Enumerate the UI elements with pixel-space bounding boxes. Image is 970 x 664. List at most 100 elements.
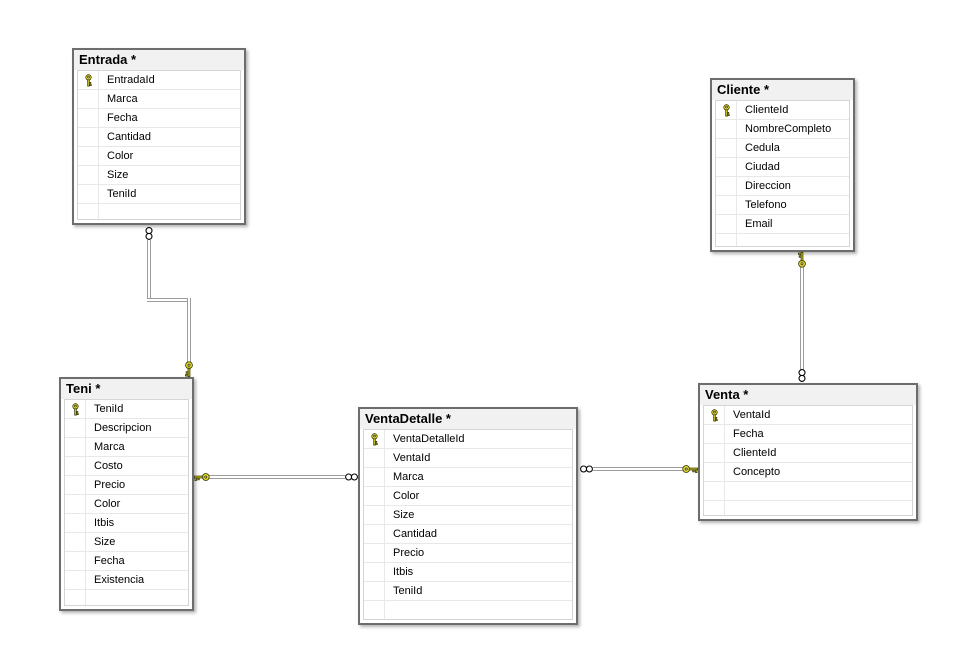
- column-name: Descripcion: [94, 422, 152, 434]
- column-row[interactable]: VentaId: [704, 406, 912, 425]
- column-name: Fecha: [733, 428, 764, 440]
- column-row[interactable]: Fecha: [78, 109, 240, 128]
- column-row[interactable]: Cantidad: [364, 525, 572, 544]
- icon-cell: [364, 449, 384, 467]
- infinity-many-icon: [344, 472, 359, 482]
- column-name: Costo: [94, 460, 123, 472]
- infinity-many-icon: [144, 226, 154, 241]
- relationship-line[interactable]: [187, 298, 191, 362]
- column-row[interactable]: Marca: [65, 438, 188, 457]
- column-row[interactable]: Cantidad: [78, 128, 240, 147]
- column-name: Cedula: [745, 142, 780, 154]
- column-row[interactable]: EntradaId: [78, 71, 240, 90]
- column-row[interactable]: Color: [65, 495, 188, 514]
- column-row[interactable]: Size: [78, 166, 240, 185]
- column-name: Color: [107, 150, 134, 162]
- column-row[interactable]: Precio: [65, 476, 188, 495]
- column-row[interactable]: TeniId: [364, 582, 572, 601]
- column-row[interactable]: NombreCompleto: [716, 120, 849, 139]
- column-row[interactable]: ClienteId: [716, 101, 849, 120]
- column-row[interactable]: Descripcion: [65, 419, 188, 438]
- column-row[interactable]: TeniId: [65, 400, 188, 419]
- table-title[interactable]: Cliente *: [712, 80, 853, 100]
- primary-key-icon: [370, 432, 378, 446]
- column-name: VentaDetalleId: [393, 433, 465, 445]
- icon-cell: [78, 166, 98, 184]
- icon-cell: [364, 544, 384, 562]
- column-name: Direccion: [745, 180, 791, 192]
- relationship-line[interactable]: [147, 240, 151, 302]
- table-title[interactable]: Venta *: [700, 385, 916, 405]
- column-name: Size: [94, 536, 116, 548]
- column-name: Cantidad: [393, 528, 438, 540]
- column-row[interactable]: Precio: [364, 544, 572, 563]
- icon-cell: [704, 482, 724, 500]
- column-name: Existencia: [94, 574, 145, 586]
- column-row[interactable]: Fecha: [704, 425, 912, 444]
- column-row[interactable]: Concepto: [704, 463, 912, 482]
- column-row[interactable]: Costo: [65, 457, 188, 476]
- relationship-line[interactable]: [147, 298, 191, 302]
- column-row[interactable]: Direccion: [716, 177, 849, 196]
- column-row[interactable]: Marca: [78, 90, 240, 109]
- column-row[interactable]: Fecha: [65, 552, 188, 571]
- column-row[interactable]: VentaId: [364, 449, 572, 468]
- column-row[interactable]: Cedula: [716, 139, 849, 158]
- column-row[interactable]: Color: [78, 147, 240, 166]
- column-row[interactable]: Telefono: [716, 196, 849, 215]
- column-divider: [384, 430, 385, 619]
- column-row[interactable]: Email: [716, 215, 849, 234]
- column-name: NombreCompleto: [745, 123, 832, 135]
- icon-cell: [364, 563, 384, 581]
- key-one-icon: [194, 471, 210, 483]
- icon-cell: [78, 109, 98, 127]
- icon-cell: [78, 90, 98, 108]
- table-title[interactable]: Entrada *: [74, 50, 244, 70]
- column-name: Telefono: [745, 199, 787, 211]
- column-row[interactable]: Marca: [364, 468, 572, 487]
- icon-cell: [364, 582, 384, 600]
- column-row[interactable]: Existencia: [65, 571, 188, 590]
- column-name: Ciudad: [745, 161, 780, 173]
- relationship-line[interactable]: [593, 467, 683, 471]
- column-row[interactable]: TeniId: [78, 185, 240, 204]
- column-name: EntradaId: [107, 74, 155, 86]
- column-row[interactable]: Color: [364, 487, 572, 506]
- column-row[interactable]: VentaDetalleId: [364, 430, 572, 449]
- column-name: Fecha: [94, 555, 125, 567]
- icon-cell: [716, 196, 736, 214]
- key-one-icon: [183, 361, 195, 377]
- column-row[interactable]: Ciudad: [716, 158, 849, 177]
- column-row[interactable]: Size: [65, 533, 188, 552]
- icon-cell: [65, 533, 85, 551]
- primary-key-icon: [710, 408, 718, 422]
- column-name: ClienteId: [733, 447, 777, 459]
- icon-cell: [65, 457, 85, 475]
- relationship-line[interactable]: [800, 266, 804, 370]
- icon-cell: [65, 476, 85, 494]
- primary-key-icon-cell: [364, 430, 384, 448]
- column-row[interactable]: Itbis: [65, 514, 188, 533]
- icon-cell: [65, 438, 85, 456]
- column-name: ClienteId: [745, 104, 789, 116]
- relationship-line[interactable]: [209, 475, 345, 479]
- primary-key-icon-cell: [65, 400, 85, 418]
- column-row[interactable]: ClienteId: [704, 444, 912, 463]
- column-row[interactable]: Size: [364, 506, 572, 525]
- column-name: VentaId: [733, 409, 771, 421]
- column-name: Marca: [393, 471, 424, 483]
- table-title[interactable]: Teni *: [61, 379, 192, 399]
- primary-key-icon-cell: [716, 101, 736, 119]
- table-title[interactable]: VentaDetalle *: [360, 409, 576, 429]
- column-row[interactable]: Itbis: [364, 563, 572, 582]
- column-name: Fecha: [107, 112, 138, 124]
- icon-cell: [65, 419, 85, 437]
